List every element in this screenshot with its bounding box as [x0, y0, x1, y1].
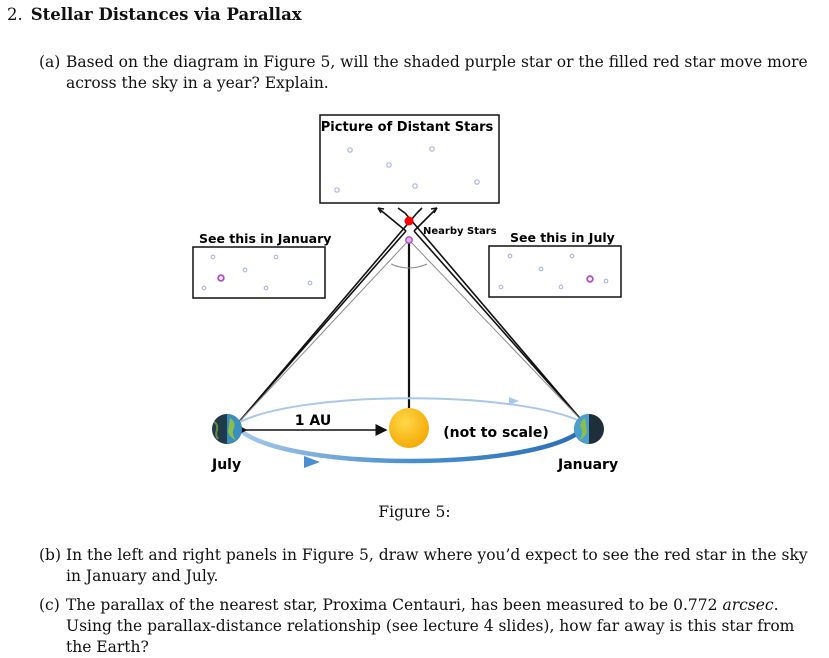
january-earth-label: January — [557, 457, 618, 473]
question-text: Based on the diagram in Figure 5, will t… — [66, 53, 808, 92]
question-text: In the left and right panels in Figure 5… — [66, 546, 808, 585]
orbit-arrow-back — [509, 397, 519, 405]
earth-january — [574, 414, 604, 444]
figure-caption: Figure 5: — [378, 503, 451, 521]
distant-star — [386, 162, 392, 168]
nearby-stars-label: Nearby Stars — [423, 226, 497, 237]
sky-star — [507, 253, 513, 259]
section-heading: 2. Stellar Distances via Parallax — [7, 5, 302, 24]
orbit-arrow-front — [304, 456, 320, 468]
sky-star — [273, 254, 279, 260]
sight-lines — [237, 207, 585, 424]
earth-july — [212, 414, 242, 444]
red-star — [404, 216, 414, 226]
question-label: (a) — [39, 53, 61, 71]
distant-star — [334, 187, 340, 193]
sky-star — [210, 254, 216, 260]
question-a: (a) Based on the diagram in Figure 5, wi… — [39, 52, 824, 94]
distant-star-dots — [334, 146, 480, 193]
july-sky-box[interactable] — [488, 245, 622, 298]
sun — [389, 408, 429, 448]
sky-star — [558, 284, 564, 290]
section-title: Stellar Distances via Parallax — [30, 5, 302, 24]
question-text: The parallax of the nearest star, Proxim… — [39, 595, 824, 658]
sky-star — [307, 280, 313, 286]
sky-star — [538, 266, 544, 272]
orbit-front — [236, 426, 586, 464]
distant-stars-label: Picture of Distant Stars — [321, 120, 494, 135]
sky-star — [201, 285, 207, 291]
not-to-scale-label: (not to scale) — [443, 425, 549, 441]
distant-stars-box — [319, 114, 500, 204]
purple-star-july — [586, 275, 594, 283]
au-label: 1 AU — [295, 413, 331, 429]
orbit-back — [237, 397, 585, 424]
question-label: (c) — [39, 596, 60, 614]
question-text-start: The parallax of the nearest star, Proxim… — [66, 596, 718, 614]
sky-star — [263, 285, 269, 291]
unit-variable: arcsec — [722, 596, 774, 614]
sky-star — [242, 267, 248, 273]
distant-star — [429, 146, 435, 152]
distant-star — [412, 183, 418, 189]
july-box-label: See this in July — [510, 230, 615, 245]
question-label: (b) — [39, 546, 62, 564]
july-earth-label: July — [211, 457, 241, 473]
distant-star — [474, 179, 480, 185]
purple-star — [405, 236, 413, 244]
purple-star-january — [217, 274, 225, 282]
january-sky-box[interactable] — [192, 246, 326, 299]
sky-star — [498, 284, 504, 290]
parallax-angle-arc — [390, 263, 428, 269]
question-b: (b) In the left and right panels in Figu… — [39, 545, 824, 587]
january-box-label: See this in January — [199, 231, 331, 246]
section-number: 2. — [7, 5, 23, 24]
distant-star — [347, 147, 353, 153]
sky-star — [569, 253, 575, 259]
sky-star — [603, 278, 609, 284]
question-c: (c) The parallax of the nearest star, Pr… — [39, 595, 824, 658]
parallax-diagram: Picture of Distant Stars See this in Jan… — [192, 114, 622, 473]
